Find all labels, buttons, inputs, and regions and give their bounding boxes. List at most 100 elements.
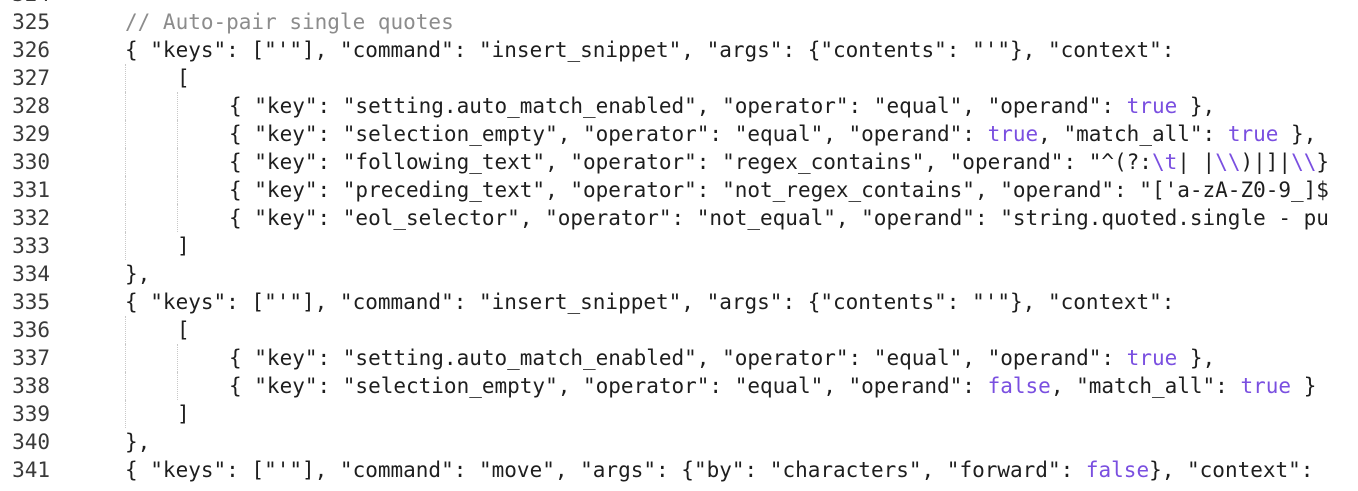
code-line-partial <box>0 484 1358 491</box>
line-number: 339 <box>12 402 50 426</box>
code-line[interactable]: 339] <box>0 400 1358 428</box>
code-token: { "key": "selection_empty", "operator": … <box>229 122 988 146</box>
line-number: 327 <box>12 66 50 90</box>
indent-guide <box>177 120 178 148</box>
code-line[interactable]: 330 { "key": "following_text", "operator"… <box>0 148 1358 176</box>
code-line[interactable]: 328 { "key": "setting.auto_match_enabled"… <box>0 92 1358 120</box>
code-line[interactable]: 336[ <box>0 316 1358 344</box>
escape-token: \\ <box>1215 150 1241 174</box>
code-line[interactable]: 341 { "keys": ["'"], "command": "move", "… <box>0 456 1358 484</box>
code-token: }, "context": <box>1149 458 1314 482</box>
code-token: { "key": "setting.auto_match_enabled", "… <box>229 94 1127 118</box>
line-number: 324 <box>0 0 50 8</box>
code-text: { "key": "setting.auto_match_enabled", "… <box>229 344 1215 372</box>
indent-guide <box>177 92 178 120</box>
line-number: 330 <box>12 150 50 174</box>
code-text: [ <box>177 64 190 92</box>
indent-guide <box>125 204 126 232</box>
code-token: { "key": "selection_empty", "operator": … <box>229 374 988 398</box>
code-token: { "key": "eol_selector", "operator": "no… <box>229 206 1329 230</box>
code-token: }, <box>1177 94 1216 118</box>
code-token: { "keys": ["'"], "command": "move", "arg… <box>125 458 1086 482</box>
code-token: } <box>1316 150 1330 174</box>
line-number: 334 <box>12 262 50 286</box>
keyword-token: false <box>1085 458 1150 482</box>
line-number: 340 <box>12 430 50 454</box>
code-token: [ <box>177 66 190 90</box>
keyword-token: false <box>987 374 1051 398</box>
indent-guide <box>125 316 126 344</box>
indent-guide <box>125 176 126 204</box>
code-text: // Auto-pair single quotes <box>125 8 454 36</box>
line-number: 341 <box>12 458 50 482</box>
code-text: { "key": "eol_selector", "operator": "no… <box>229 204 1329 232</box>
line-number: 337 <box>12 346 50 370</box>
code-token: , "match_all": <box>1050 374 1241 398</box>
code-text: { "key": "selection_empty", "operator": … <box>229 372 1316 400</box>
line-number: 328 <box>12 94 50 118</box>
indent-guide <box>125 148 126 176</box>
code-text: { "key": "following_text", "operator": "… <box>229 148 1329 176</box>
line-number: 325 <box>12 10 50 34</box>
line-number: 335 <box>12 290 50 314</box>
indent-guide <box>177 372 178 400</box>
code-line[interactable]: 340}, <box>0 428 1358 456</box>
code-token: { "key": "setting.auto_match_enabled", "… <box>229 346 1127 370</box>
indent-guide <box>177 204 178 232</box>
code-line[interactable]: 332 { "key": "eol_selector", "operator": … <box>0 204 1358 232</box>
code-text: { "keys": ["'"], "command": "move", "arg… <box>125 456 1313 484</box>
keyword-token: true <box>1126 346 1178 370</box>
escape-token: \t <box>1151 150 1178 174</box>
line-number: 331 <box>12 178 50 202</box>
code-text: { "key": "preceding_text", "operator": "… <box>229 176 1329 204</box>
line-number: 338 <box>12 374 50 398</box>
indent-guide <box>125 120 126 148</box>
line-number: 336 <box>12 318 50 342</box>
code-token: }, <box>1177 346 1216 370</box>
indent-guide <box>125 232 126 260</box>
code-line[interactable]: 326 { "keys": ["'"], "command": "insert_s… <box>0 36 1358 64</box>
keyword-token: true <box>1227 122 1279 146</box>
code-token: } <box>1291 374 1317 398</box>
indent-guide <box>177 148 178 176</box>
keyword-token: true <box>987 122 1039 146</box>
indent-guide <box>177 344 178 372</box>
code-line[interactable]: 335 { "keys": ["'"], "command": "insert_s… <box>0 288 1358 316</box>
comment-token: // Auto-pair single quotes <box>125 10 454 34</box>
code-text: }, <box>125 428 150 456</box>
line-number: 326 <box>12 38 50 62</box>
code-token: { "keys": ["'"], "command": "insert_snip… <box>125 290 1175 314</box>
code-line[interactable]: 338 { "key": "selection_empty", "operator… <box>0 372 1358 400</box>
indent-guide <box>177 176 178 204</box>
code-line[interactable]: 325 // Auto-pair single quotes <box>0 8 1358 36</box>
indent-guide <box>125 92 126 120</box>
code-token: }, <box>1278 122 1317 146</box>
code-line[interactable]: 327 [ <box>0 64 1358 92</box>
code-text: { "keys": ["'"], "command": "insert_snip… <box>125 288 1174 316</box>
code-token: )|]| <box>1240 150 1292 174</box>
code-text: ] <box>177 400 190 428</box>
code-token: { "key": "following_text", "operator": "… <box>229 150 1152 174</box>
code-token: ] <box>177 234 190 258</box>
code-token: | | <box>1177 150 1216 174</box>
indent-guide <box>125 372 126 400</box>
indent-guide <box>125 64 126 92</box>
escape-token: \\ <box>1291 150 1317 174</box>
indent-guide <box>125 400 126 428</box>
indent-guide <box>125 344 126 372</box>
code-line[interactable]: 331 { "key": "preceding_text", "operator"… <box>0 176 1358 204</box>
code-line[interactable]: 333] <box>0 232 1358 260</box>
code-token: { "keys": ["'"], "command": "insert_snip… <box>125 38 1175 62</box>
code-text: { "keys": ["'"], "command": "insert_snip… <box>125 36 1174 64</box>
code-line[interactable]: 334}, <box>0 260 1358 288</box>
line-number: 332 <box>12 206 50 230</box>
code-token: { "key": "preceding_text", "operator": "… <box>229 178 1329 202</box>
code-text: }, <box>125 260 150 288</box>
code-line[interactable]: 337 { "key": "setting.auto_match_enabled"… <box>0 344 1358 372</box>
keyword-token: true <box>1240 374 1292 398</box>
code-token: ] <box>177 402 190 426</box>
code-line[interactable]: 329{ "key": "selection_empty", "operator… <box>0 120 1358 148</box>
keyword-token: true <box>1126 94 1178 118</box>
line-number: 333 <box>12 234 50 258</box>
